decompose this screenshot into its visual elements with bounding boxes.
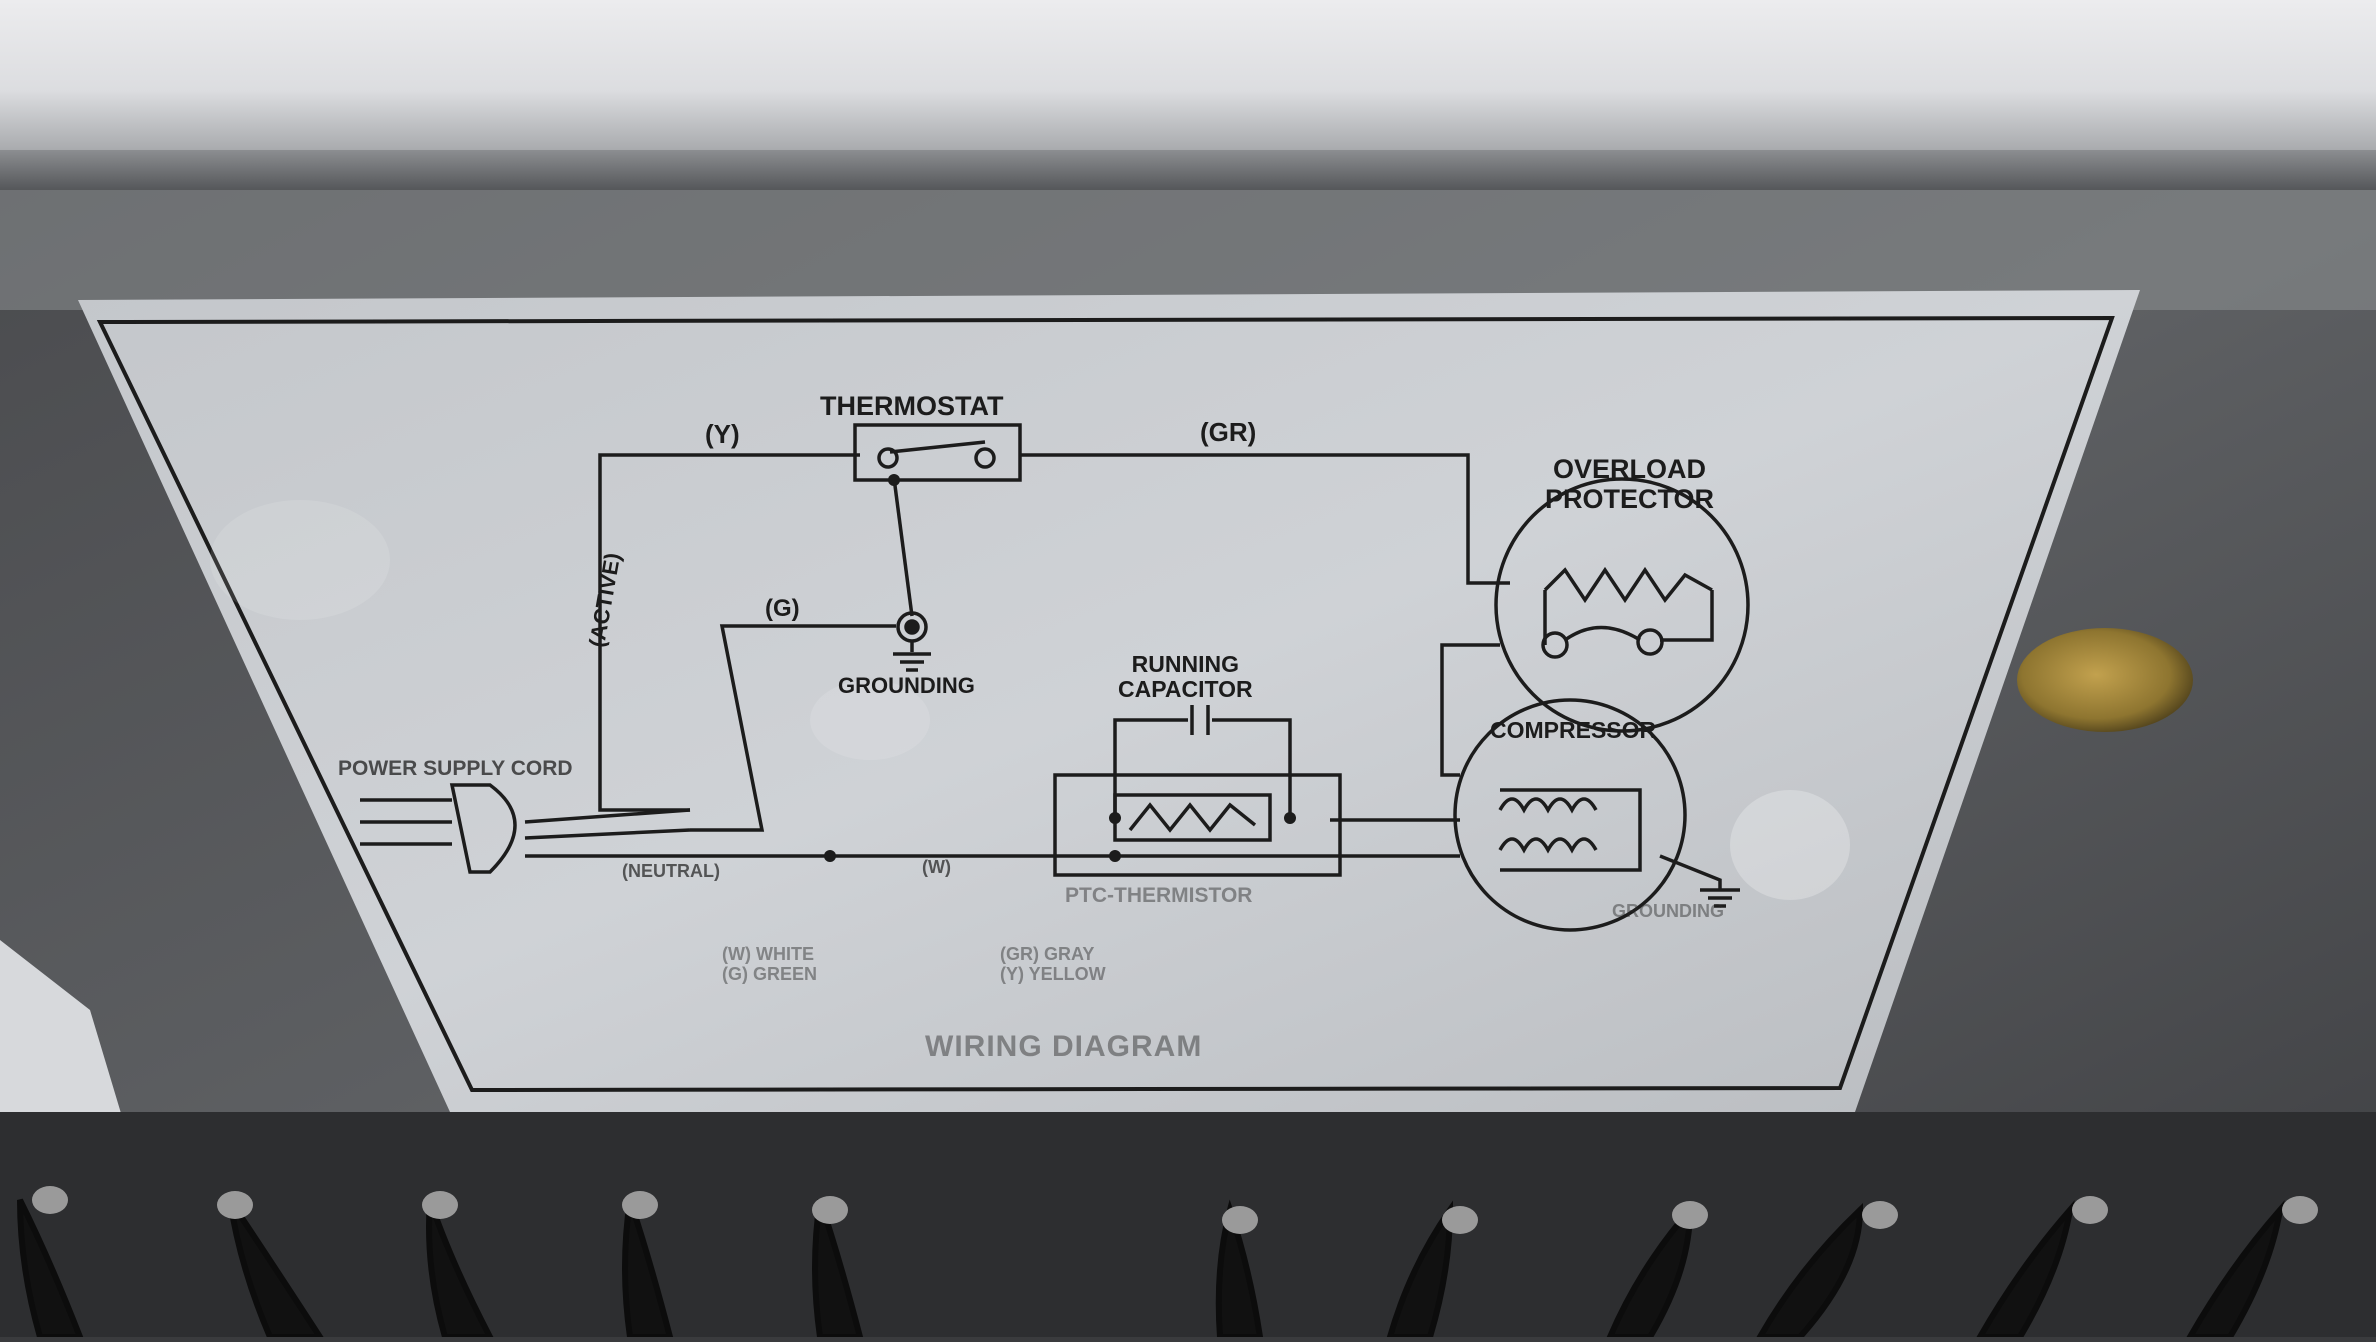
grounding-top-label: GROUNDING <box>838 673 975 698</box>
wiring-lines <box>360 453 1722 890</box>
label-border <box>96 315 2115 1093</box>
thermostat-label: THERMOSTAT <box>820 391 1004 421</box>
top-white-panel <box>0 0 2376 150</box>
compressor-label: COMPRESSOR <box>1490 717 1657 743</box>
glare-spot <box>1730 790 1850 900</box>
glare-spot <box>210 500 390 620</box>
power-supply-cord-label: POWER SUPPLY CORD <box>338 757 573 780</box>
compressor-symbol <box>1453 698 1687 932</box>
wire-gr-label: (GR) <box>1200 417 1257 447</box>
wiring-label-plate <box>78 290 2140 1112</box>
running-capacitor-symbol <box>1190 705 1210 735</box>
legend-left: (W) WHITE (G) GREEN <box>722 944 818 984</box>
diagram-title: WIRING DIAGRAM <box>925 1030 1203 1063</box>
screw-hole <box>2017 628 2193 732</box>
metal-rail <box>0 190 2376 310</box>
panel-lip <box>0 150 2376 190</box>
grounding-symbol-top <box>893 611 931 672</box>
power-plug-symbol <box>449 783 691 874</box>
neutral-label: (NEUTRAL) <box>622 861 720 881</box>
thermostat-symbol <box>853 423 1022 482</box>
wire-g-label: (G) <box>765 595 800 622</box>
wire-w-label: (W) <box>922 857 951 877</box>
legend-right: (GR) GRAY (Y) YELLOW <box>1000 944 1106 984</box>
overload-protector-symbol <box>1494 477 1750 733</box>
grounding-symbol-bottom <box>1700 888 1740 908</box>
running-capacitor-label: RUNNING CAPACITOR <box>1118 651 1253 703</box>
glare-spot <box>810 680 930 760</box>
condenser-coils <box>0 1112 2376 1340</box>
wire-y-label: (Y) <box>705 419 740 449</box>
ptc-thermistor-label: PTC-THERMISTOR <box>1065 884 1253 907</box>
overload-protector-label: OVERLOAD PROTECTOR <box>1545 454 1715 514</box>
grounding-bottom-label: GROUNDING <box>1612 901 1724 921</box>
